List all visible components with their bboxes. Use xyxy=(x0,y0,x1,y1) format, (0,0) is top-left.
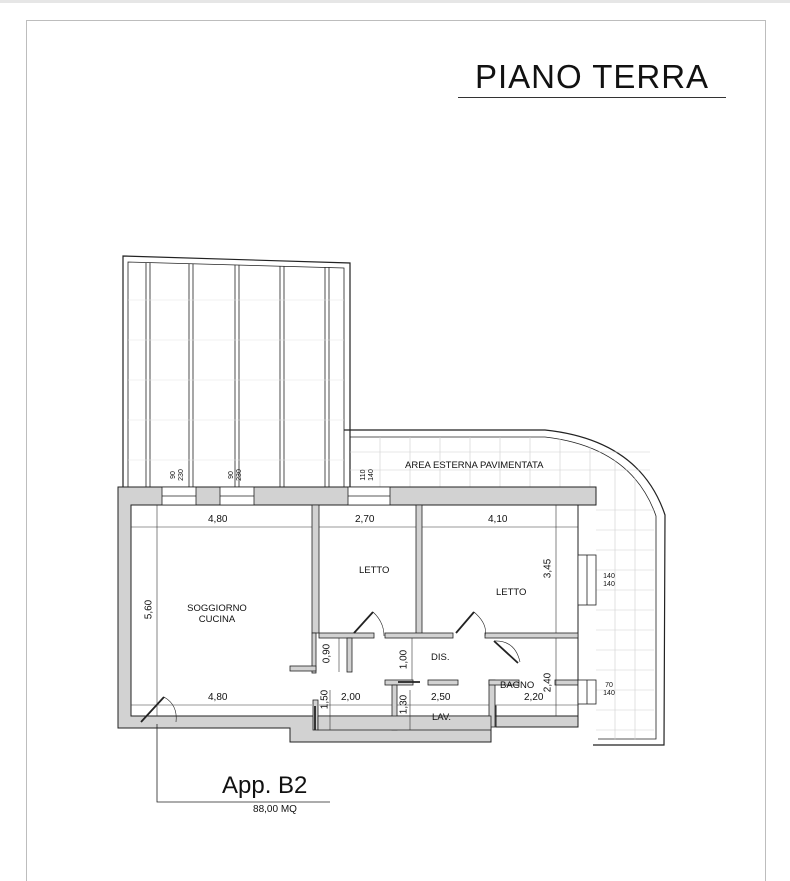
dim-bath-depth: 2,40 xyxy=(542,672,554,693)
window-3-height: 140 xyxy=(368,469,375,481)
room-label-living: SOGGIORNO CUCINA xyxy=(176,603,258,625)
pergola-outline-inner xyxy=(127,261,345,487)
pergola-tile-grid xyxy=(128,299,344,461)
drawing-frame xyxy=(26,20,766,881)
dim-bath-width: 2,20 xyxy=(524,692,544,703)
window-4-size: 140 140 xyxy=(598,573,620,589)
unit-area: 88,00 MQ xyxy=(253,804,297,815)
unit-leader-line xyxy=(156,724,330,803)
window-1-height: 230 xyxy=(178,469,185,481)
unit-name: App. B2 xyxy=(222,772,308,799)
window-5-size: 70 140 xyxy=(598,682,620,698)
dim-living-depth: 5,60 xyxy=(143,599,155,620)
room-label-living-line1: SOGGIORNO xyxy=(187,603,247,614)
exterior-walls xyxy=(117,486,597,743)
pergola-outline xyxy=(122,255,351,487)
dim-closet-depth: 0,90 xyxy=(321,643,333,664)
window-5-width: 70 xyxy=(605,682,613,689)
title-underline xyxy=(458,97,726,98)
outdoor-tile-grid xyxy=(350,437,654,740)
window-3-size: 110 140 xyxy=(360,460,376,490)
window-2-height: 230 xyxy=(236,469,243,481)
room-label-laundry: LAV. xyxy=(432,712,452,723)
top-windows xyxy=(161,486,597,705)
window-1-width: 90 xyxy=(170,471,177,479)
window-1-size: 90 230 xyxy=(170,460,186,490)
dim-lav-width: 2,50 xyxy=(431,692,451,703)
outdoor-area-outline xyxy=(344,429,666,746)
room-label-bedroom-2: LETTO xyxy=(496,587,527,598)
outdoor-area-inner xyxy=(350,436,657,740)
room-label-bedroom-1: LETTO xyxy=(359,565,390,576)
window-2-width: 90 xyxy=(228,471,235,479)
window-2-size: 90 230 xyxy=(228,460,244,490)
floor-title: PIANO TERRA xyxy=(474,58,710,95)
dim-bed1-width: 2,70 xyxy=(355,514,375,525)
top-border-rule xyxy=(0,0,790,3)
dim-bed2-depth: 3,45 xyxy=(542,558,554,579)
room-label-bath: BAGNO xyxy=(500,680,535,691)
doors xyxy=(140,611,521,730)
dim-bed2-width: 4,10 xyxy=(488,514,508,525)
window-5-height: 140 xyxy=(603,690,615,697)
dim-lav-depth: 1,30 xyxy=(398,694,410,715)
window-3-width: 110 xyxy=(360,469,367,481)
dim-hall-depth: 1,00 xyxy=(398,649,410,670)
dim-corridor-width: 2,00 xyxy=(341,692,361,703)
dim-living-width-bottom: 4,80 xyxy=(208,692,228,703)
dim-corridor-depth: 1,50 xyxy=(319,689,331,710)
window-4-width: 140 xyxy=(603,573,615,580)
dimension-lines xyxy=(131,505,578,730)
window-4-height: 140 xyxy=(603,581,615,588)
room-label-outdoor: AREA ESTERNA PAVIMENTATA xyxy=(405,460,544,471)
room-label-hall: DIS. xyxy=(431,652,450,663)
dim-living-width-top: 4,80 xyxy=(208,514,228,525)
pergola-posts xyxy=(145,263,330,487)
room-label-living-line2: CUCINA xyxy=(198,614,236,625)
